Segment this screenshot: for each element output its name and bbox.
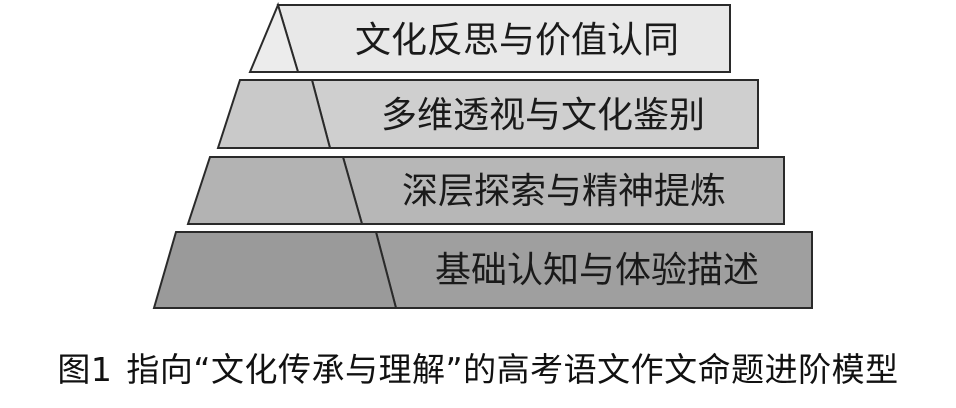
pyramid-level-3: 深层探索与精神提炼 (186, 156, 785, 225)
level-2-pyramid-segment (216, 79, 332, 149)
level-4-label: 基础认知与体验描述 (435, 250, 759, 291)
figure-caption: 图1 指向“文化传承与理解”的高考语文作文命题进阶模型 (0, 343, 956, 391)
pyramid-level-2: 多维透视与文化鉴别 (216, 79, 759, 149)
figure-number: 图1 (57, 350, 113, 389)
level-3-label: 深层探索与精神提炼 (402, 171, 726, 212)
level-2-label: 多维透视与文化鉴别 (381, 95, 705, 136)
level-3-pyramid-segment (186, 156, 364, 225)
pyramid-level-4: 基础认知与体验描述 (152, 231, 813, 309)
level-1-pyramid-segment (248, 2, 300, 73)
level-4-pyramid-segment (152, 231, 398, 309)
figure-caption-text: 指向“文化传承与理解”的高考语文作文命题进阶模型 (126, 350, 899, 389)
pyramid-level-1: 文化反思与价值认同 (248, 2, 731, 73)
level-1-label: 文化反思与价值认同 (355, 20, 679, 61)
